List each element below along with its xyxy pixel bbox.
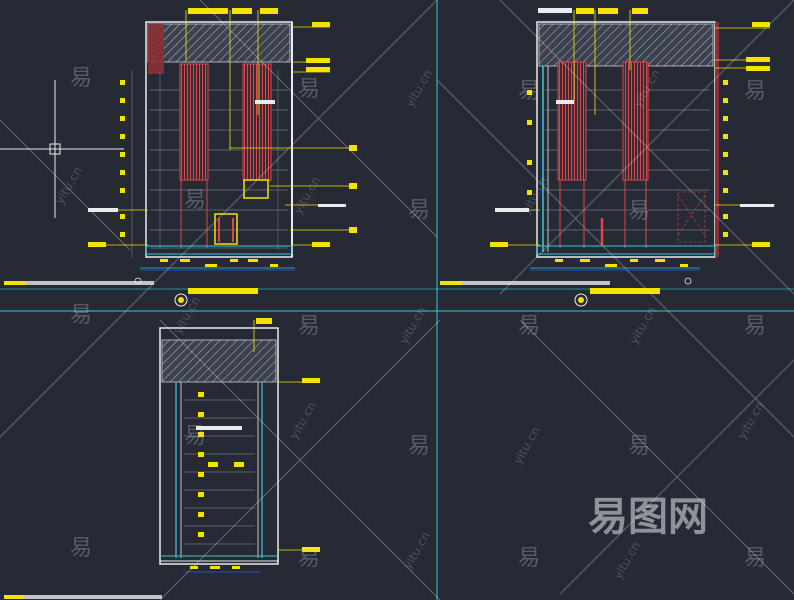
- watermark-glyph: 易: [298, 314, 320, 339]
- watermark-glyph: 易: [744, 314, 766, 339]
- watermark-glyph: 易: [518, 79, 540, 104]
- watermark-site-text: yitu.cn: [290, 174, 323, 216]
- watermark-site-text: yitu.cn: [400, 529, 433, 571]
- viewport-top-right[interactable]: [134, 8, 775, 307]
- elevation-drawing-2: [134, 8, 775, 307]
- viewport-notes-3: [4, 595, 162, 599]
- watermark-glyph: 易: [744, 546, 766, 571]
- watermark-glyph: 易: [70, 66, 92, 91]
- viewport-notes-2: [440, 281, 610, 285]
- watermark-site-text: yitu.cn: [402, 67, 435, 109]
- watermark-site-text: yitu.cn: [286, 399, 319, 441]
- elevation-drawing-3: [159, 318, 320, 573]
- crosshair-cursor-icon[interactable]: [0, 80, 124, 218]
- viewport-bottom-right[interactable]: [438, 312, 794, 600]
- watermark-glyph: 易: [298, 546, 320, 571]
- viewport-notes-1: [4, 281, 154, 285]
- watermark-glyph: 易: [628, 434, 650, 459]
- watermark-glyph: 易: [408, 434, 430, 459]
- viewport-top-left[interactable]: [0, 8, 357, 307]
- watermark-glyph: 易: [298, 77, 320, 102]
- viewport-bottom-left[interactable]: [4, 318, 320, 599]
- watermark-glyph: 易: [184, 188, 206, 213]
- elevation-drawing-1: [88, 8, 357, 307]
- watermark-glyph: 易: [518, 546, 540, 571]
- watermark-glyph: 易: [744, 79, 766, 104]
- watermark-glyph: 易: [408, 198, 430, 223]
- watermark-glyph: 易: [518, 314, 540, 339]
- watermark-glyph: 易: [184, 424, 206, 449]
- watermark-glyph: 易: [70, 303, 92, 328]
- watermark-glyph: 易: [70, 536, 92, 561]
- watermark-glyph: 易: [628, 199, 650, 224]
- watermark-brand-logo: 易图网: [588, 494, 708, 540]
